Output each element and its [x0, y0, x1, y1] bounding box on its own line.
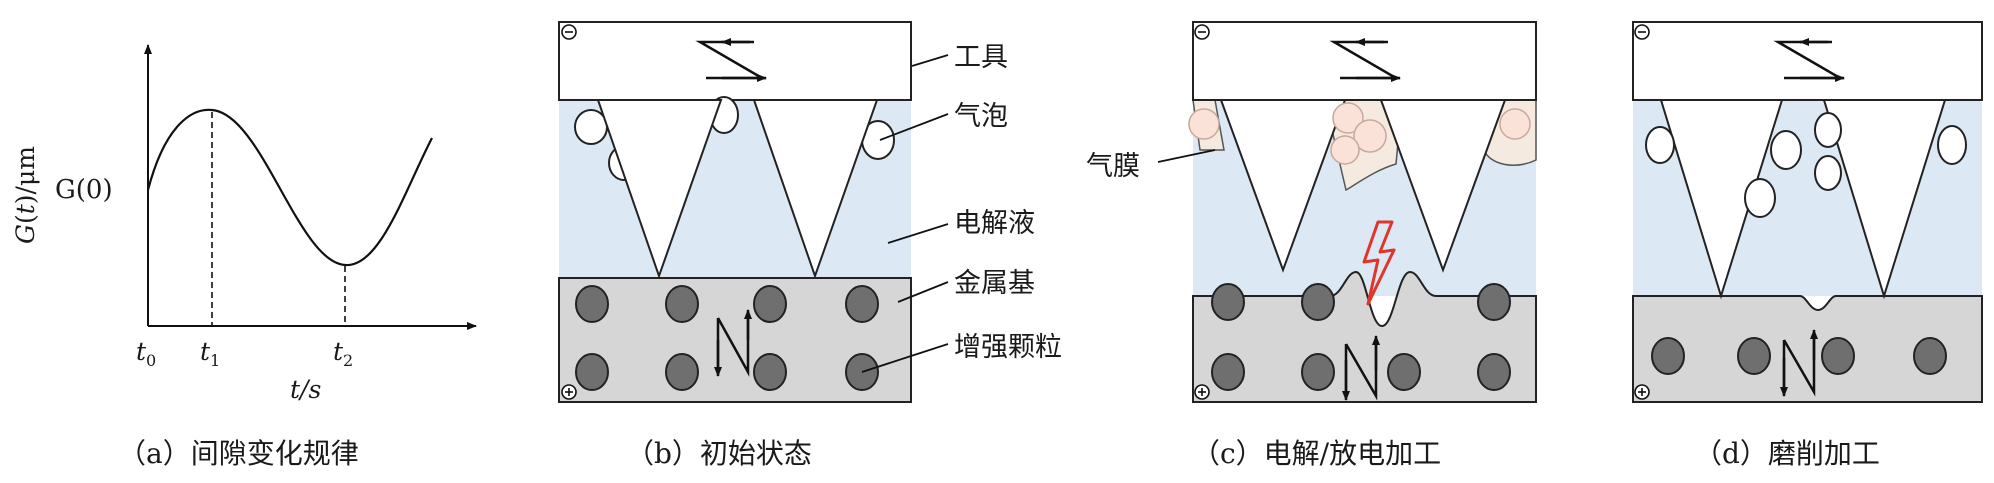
panel-b-initial-state: 工具 气泡 电解液 金属基 增强颗粒 （b）初始状态 — [558, 21, 1062, 470]
bubble — [1353, 119, 1387, 153]
bubble — [1330, 135, 1360, 165]
abrasive-grain — [752, 99, 879, 280]
reinforcement-particle — [1821, 337, 1855, 375]
tool-motion-arrow-icon — [1329, 38, 1401, 82]
bubble — [1770, 130, 1802, 170]
label-tool: 工具 — [954, 42, 1008, 73]
bubble — [1814, 112, 1842, 148]
bubble — [1188, 108, 1220, 140]
reinforcement-particle — [1477, 283, 1511, 321]
reinforcement-particle — [575, 285, 609, 323]
spark-icon — [1362, 220, 1396, 306]
workpiece-motion-arrow-icon — [714, 309, 752, 377]
gap-curve — [146, 108, 433, 267]
abrasive-grain — [596, 99, 723, 280]
tool — [1632, 21, 1983, 101]
reinforcement-particle — [1477, 353, 1511, 391]
caption-b: （b）初始状态 — [626, 437, 812, 470]
label-metal: 金属基 — [954, 268, 1035, 299]
tool-motion-arrow-icon — [695, 38, 767, 82]
t2-tick-label: t2 — [333, 337, 353, 370]
label-electrolyte: 电解液 — [954, 208, 1035, 239]
bubble — [1814, 155, 1842, 191]
reinforcement-particle — [1737, 337, 1771, 375]
metal-substrate — [1632, 295, 1983, 403]
reinforcement-particle — [665, 285, 699, 323]
t0-tick-label: t0 — [136, 337, 156, 370]
t1-tick-label: t1 — [200, 337, 220, 370]
tool-motion-arrow-icon — [1773, 38, 1845, 82]
workpiece-motion-arrow-icon — [1780, 329, 1818, 397]
label-bubble: 气泡 — [954, 101, 1008, 132]
bubble — [1499, 108, 1531, 140]
reinforcement-particle — [575, 353, 609, 391]
reinforcement-particle — [753, 353, 787, 391]
panel-a-gap-graph: G(0) G(t)/μm t0 t1 t2 t/s （a）间隙变化规律 — [11, 44, 477, 470]
workpiece-motion-arrow-icon — [1342, 335, 1380, 401]
bubble — [1332, 102, 1364, 134]
x-axis-label: t/s — [290, 375, 321, 404]
reinforcement-particle — [1913, 337, 1947, 375]
label-particle: 增强颗粒 — [954, 332, 1062, 363]
metal-substrate — [1192, 270, 1537, 403]
caption-a: （a）间隙变化规律 — [118, 437, 359, 470]
caption-c: （c）电解/放电加工 — [1192, 437, 1441, 470]
reinforcement-particle — [1387, 353, 1421, 391]
y-axis-label: G(t)/μm — [11, 146, 40, 244]
bubble — [1744, 178, 1776, 218]
reinforcement-particle — [1651, 337, 1685, 375]
reinforcement-particle — [1301, 353, 1335, 391]
reinforcement-particle — [753, 285, 787, 323]
reinforcement-particle — [665, 353, 699, 391]
reinforcement-particle — [1211, 283, 1245, 321]
reinforcement-particle — [1301, 283, 1335, 321]
reinforcement-particle — [1211, 353, 1245, 391]
panel-c-electro-discharge: 气膜 （c）电解/放电加工 — [1086, 21, 1537, 470]
reinforcement-particle — [845, 285, 879, 323]
bubble — [1937, 125, 1967, 165]
label-gas-film: 气膜 — [1086, 151, 1140, 182]
g0-label: G(0) — [55, 175, 113, 205]
panel-d-grinding: （d）磨削加工 — [1632, 21, 1983, 470]
caption-d: （d）磨削加工 — [1694, 437, 1880, 470]
bubble — [1645, 126, 1675, 164]
